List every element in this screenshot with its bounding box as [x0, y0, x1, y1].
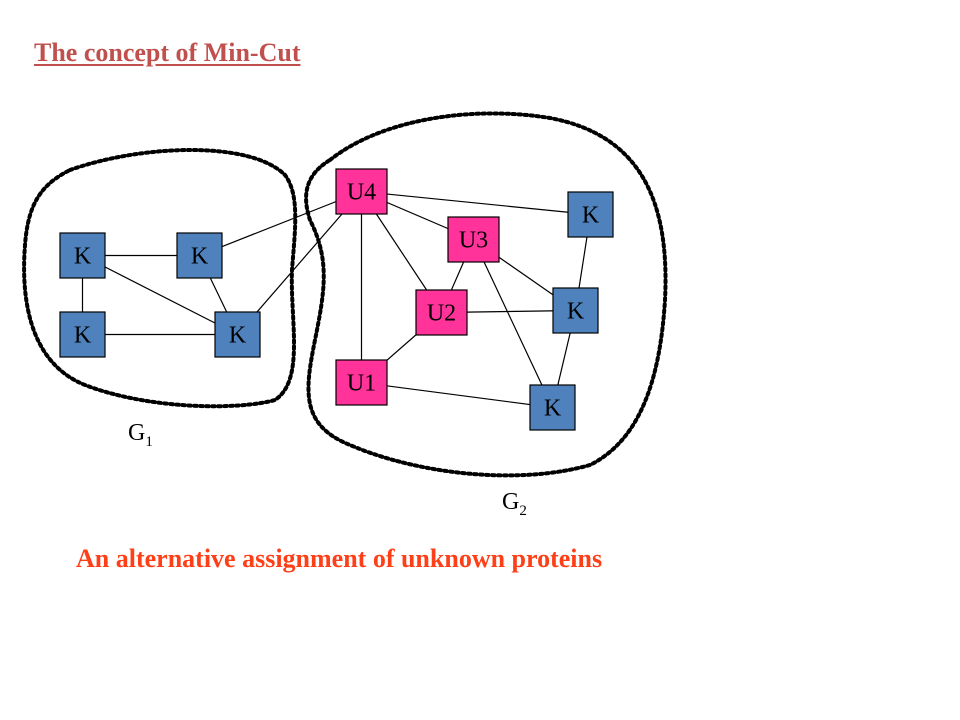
node-k3: K — [59, 311, 106, 358]
node-box-u4 — [335, 168, 388, 215]
node-box-k3 — [59, 311, 106, 358]
node-box-u2 — [415, 289, 468, 336]
node-box-u1 — [335, 359, 388, 406]
node-box-k5 — [567, 191, 614, 238]
node-box-k6 — [552, 287, 599, 334]
group-label-g1-name: G — [128, 420, 145, 446]
edge-u4-k5 — [361, 190, 591, 216]
node-label-u2: U2 — [427, 301, 456, 327]
group-label-g1-subscript: 1 — [145, 434, 153, 450]
group-boundaries — [22, 111, 668, 478]
group-boundary-g2 — [304, 111, 668, 478]
node-label-k1: K — [74, 244, 92, 270]
node-k1: K — [59, 232, 106, 279]
group-label-g2-subscript: 2 — [519, 503, 527, 519]
node-u2: U2 — [415, 289, 468, 336]
node-label-k3: K — [74, 323, 92, 349]
node-u3: U3 — [447, 216, 500, 263]
node-box-u3 — [447, 216, 500, 263]
page-title: The concept of Min-Cut — [34, 38, 301, 67]
node-k5: K — [567, 191, 614, 238]
node-k2: K — [176, 232, 223, 279]
edge-u1-k7 — [361, 381, 553, 409]
node-k6: K — [552, 287, 599, 334]
group-label-g2-name: G — [502, 489, 519, 515]
node-u4: U4 — [335, 168, 388, 215]
node-u1: U1 — [335, 359, 388, 406]
node-label-u1: U1 — [347, 371, 376, 397]
node-box-k1 — [59, 232, 106, 279]
caption: An alternative assignment of unknown pro… — [76, 544, 603, 573]
node-label-k7: K — [544, 396, 562, 422]
node-label-k6: K — [567, 299, 585, 325]
group-label-g1: G1 — [128, 420, 153, 450]
node-k7: K — [529, 384, 576, 431]
group-label-g2: G2 — [502, 489, 527, 519]
group-labels: G1 G2 — [128, 420, 527, 519]
node-label-k5: K — [582, 203, 600, 229]
node-label-k4: K — [229, 323, 247, 349]
node-box-k7 — [529, 384, 576, 431]
node-label-k2: K — [191, 244, 209, 270]
edge-u4-k2 — [199, 190, 362, 257]
edge-k1-k4 — [82, 254, 238, 336]
group-boundary-g1 — [22, 148, 298, 409]
node-k4: K — [214, 311, 261, 358]
edge-u4-k4 — [237, 191, 362, 335]
edge-u3-k7 — [472, 239, 554, 408]
node-box-k2 — [176, 232, 223, 279]
node-label-u4: U4 — [347, 180, 376, 206]
node-label-u3: U3 — [459, 228, 488, 254]
node-box-k4 — [214, 311, 261, 358]
